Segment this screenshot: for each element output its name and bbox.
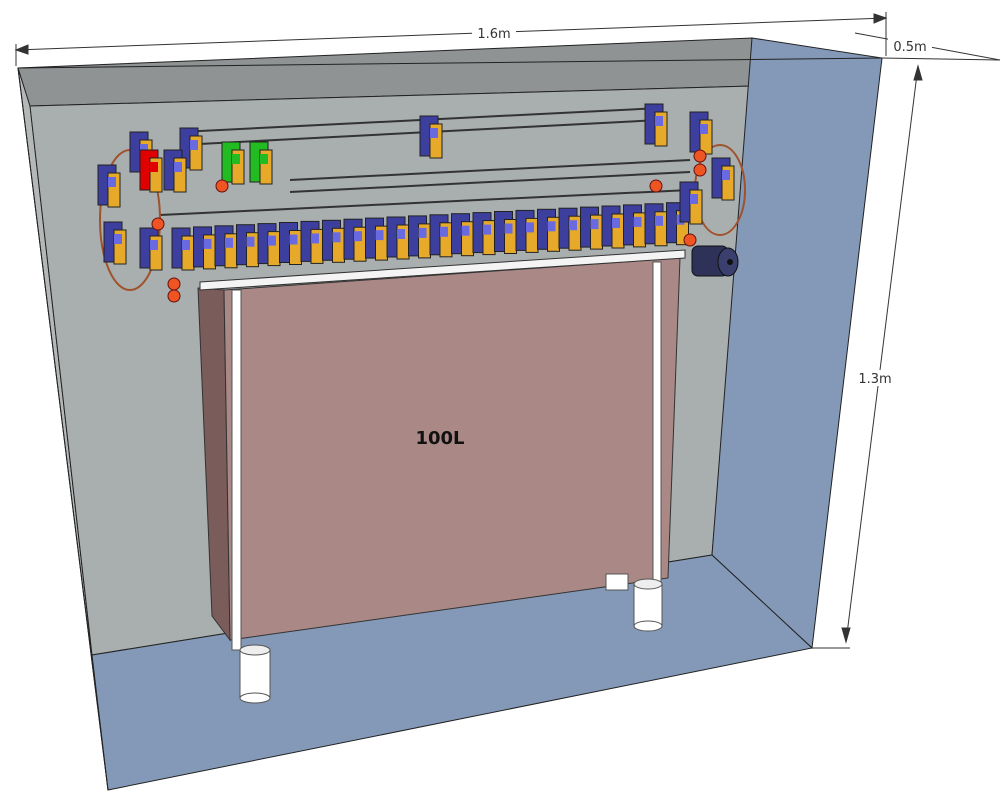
module	[537, 208, 560, 252]
module	[249, 141, 273, 185]
pulley	[167, 277, 181, 291]
tank-label: 100L	[415, 428, 464, 449]
module	[644, 103, 668, 147]
motor	[691, 245, 739, 277]
pulley	[693, 163, 707, 177]
module	[472, 212, 496, 256]
module	[300, 220, 324, 264]
pulley	[649, 179, 663, 193]
dimension-height	[812, 64, 923, 649]
module	[494, 211, 517, 254]
module	[601, 205, 625, 249]
dimension-height-label: 1.3m	[858, 372, 891, 387]
pulley	[693, 149, 707, 163]
module	[711, 157, 735, 201]
module	[408, 215, 431, 259]
module	[163, 149, 187, 193]
module	[193, 226, 216, 270]
pulley	[167, 289, 181, 303]
module	[139, 149, 163, 193]
module	[679, 181, 703, 225]
module	[343, 218, 367, 262]
module	[689, 111, 713, 155]
module	[419, 115, 443, 159]
dimension-width-label: 1.6m	[477, 27, 510, 42]
support-leg-right	[605, 261, 663, 632]
module	[365, 217, 388, 261]
pulley	[151, 217, 165, 231]
module	[558, 207, 582, 251]
module	[257, 223, 281, 267]
dimension-depth-label: 0.5m	[893, 40, 926, 55]
support-leg-left	[231, 289, 271, 704]
conveyor-modules	[97, 103, 735, 303]
module	[139, 227, 163, 271]
dimension-width	[14, 12, 888, 66]
module	[221, 141, 245, 185]
module	[103, 221, 127, 265]
module	[429, 214, 453, 258]
module	[580, 206, 603, 250]
module	[451, 213, 474, 257]
module	[236, 224, 259, 268]
tank-rim	[199, 249, 686, 291]
pulley	[215, 179, 229, 193]
module	[623, 204, 646, 248]
module	[214, 225, 238, 269]
module	[97, 164, 121, 208]
pulley	[683, 233, 697, 247]
